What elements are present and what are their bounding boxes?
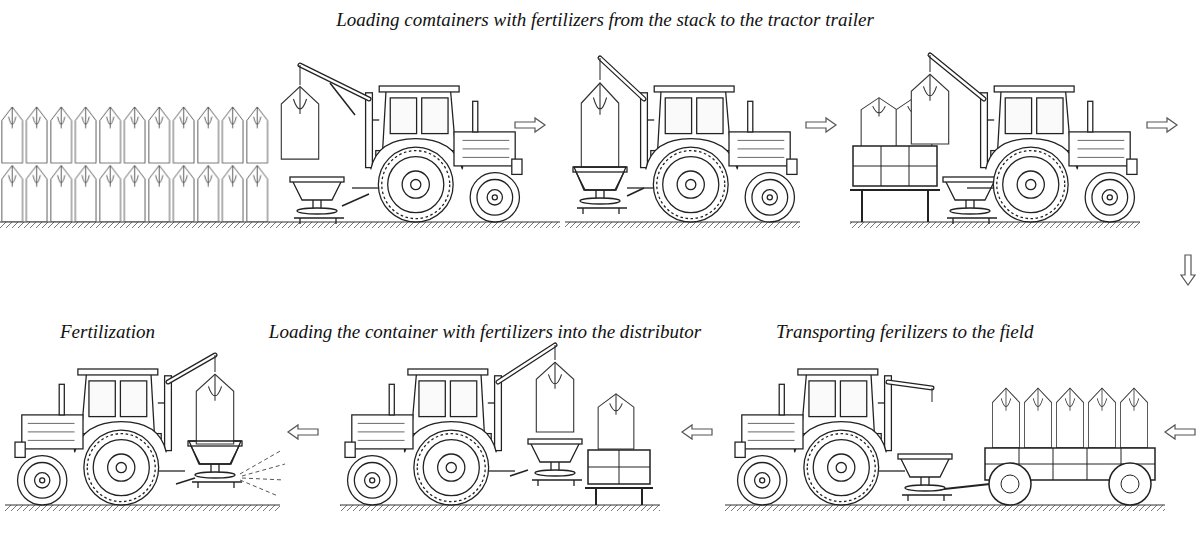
panel-fertilization — [15, 355, 285, 505]
flow-arrow — [1147, 118, 1177, 132]
panel-trailer-loading — [850, 55, 1137, 224]
flow-arrow — [515, 118, 545, 132]
panel-lifting-bag — [573, 58, 797, 222]
flow-arrow — [682, 425, 712, 439]
flow-arrow — [1165, 425, 1195, 439]
panel-stack-loading — [0, 65, 522, 224]
stage-caption: Loading the container with fertilizers i… — [269, 321, 701, 344]
flow-arrow — [806, 118, 836, 132]
panel-transport — [735, 369, 1155, 505]
stage-caption: Transporting ferilizers to the field — [776, 321, 1034, 344]
flow-arrow — [288, 425, 318, 439]
ground — [0, 222, 1165, 511]
stage-caption: Loading comtainers with fertilizers from… — [336, 9, 874, 32]
flow-arrow — [1181, 255, 1195, 285]
panel-loading-distributor — [345, 345, 653, 505]
stage-caption: Fertilization — [60, 321, 155, 344]
